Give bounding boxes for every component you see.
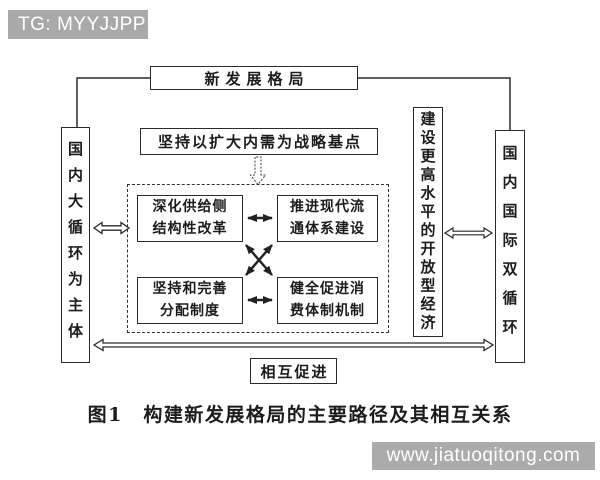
double-arrow-bottom-icon	[92, 338, 495, 352]
domestic-circulation-box: 国内大循环为主体	[61, 127, 90, 363]
distribution-system-box: 坚持和完善 分配制度	[137, 277, 243, 324]
domestic-circulation-label: 国内大循环为主体	[66, 141, 84, 349]
paths-group-dashed-box	[127, 184, 389, 333]
mutual-promotion-box: 相互促进	[250, 358, 337, 384]
modern-circulation-system-box: 推进现代流 通体系建设	[277, 195, 378, 242]
new-development-pattern-box: 新发展格局	[150, 66, 358, 90]
double-arrow-left-icon	[92, 221, 131, 235]
consumption-mechanism-box: 健全促进消 费体制机制	[277, 277, 378, 324]
tg-watermark-banner: TG: MYYJJPP	[8, 10, 148, 39]
connector-top-left	[76, 77, 150, 127]
open-economy-label: 建设更高水平的开放型经济	[418, 111, 437, 333]
figure-caption: 图1 构建新发展格局的主要路径及其相互关系	[87, 404, 513, 426]
double-arrow-right-icon	[443, 226, 494, 240]
open-economy-box: 建设更高水平的开放型经济	[413, 107, 443, 337]
dual-circulation-label: 国内国际双循环	[500, 145, 519, 348]
dual-circulation-box: 国内国际双循环	[495, 130, 525, 363]
expand-domestic-demand-box: 坚持以扩大内需为战略基点	[140, 128, 378, 155]
site-watermark: www.jiatuoqitong.com	[372, 442, 595, 470]
supply-side-reform-box: 深化供给侧 结构性改革	[137, 195, 243, 242]
down-arrow-icon	[249, 156, 267, 186]
